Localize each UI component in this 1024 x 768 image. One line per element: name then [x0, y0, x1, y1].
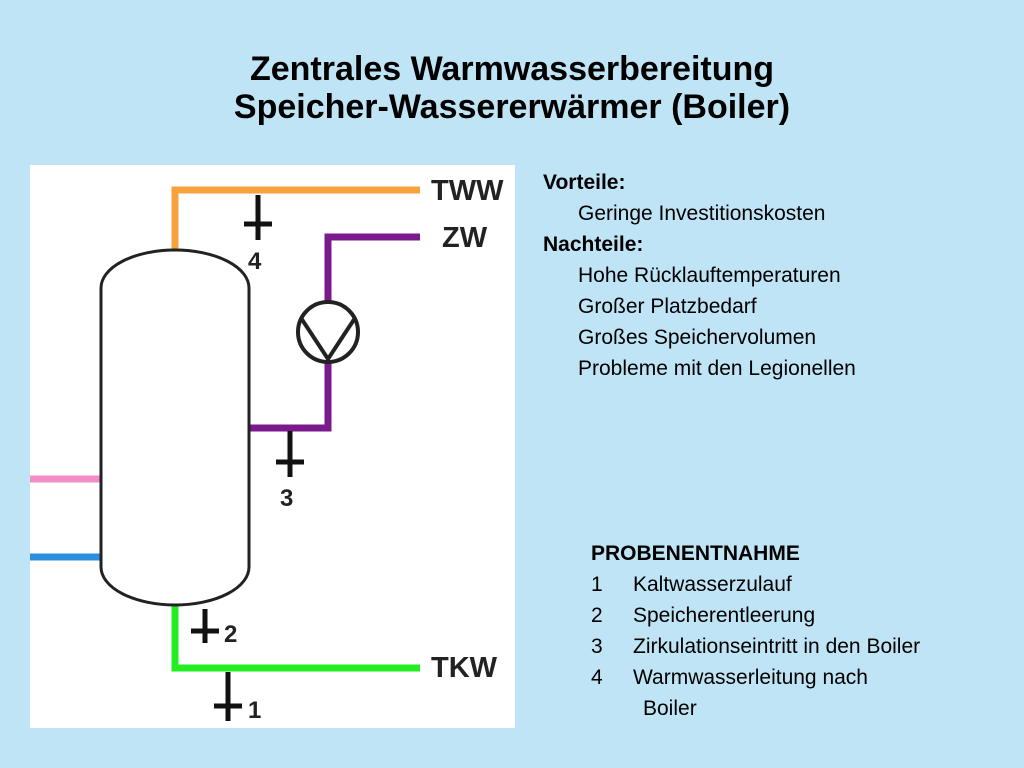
boiler-diagram: TWW ZW TKW 4 3 2 1 — [30, 165, 515, 728]
sampling-item: 1 Kaltwasserzulauf — [591, 569, 920, 600]
slide-title: Zentrales Warmwasserbereitung Speicher-W… — [0, 50, 1024, 126]
label-zw: ZW — [442, 222, 488, 254]
sampling-point-3-icon — [276, 431, 304, 477]
label-point-4: 4 — [248, 248, 262, 275]
boiler-schematic-svg: TWW ZW TKW 4 3 2 1 — [30, 175, 504, 724]
hot-water-pipe — [171, 186, 420, 249]
sampling-item-number: 2 — [591, 604, 603, 627]
sampling-item-number: 4 — [591, 666, 603, 689]
sampling-item-number: 3 — [591, 635, 603, 658]
pros-heading: Vorteile: — [543, 171, 626, 194]
sampling-item-text: Zirkulationseintritt in den Boiler — [633, 635, 921, 658]
sampling-point-4-icon — [244, 195, 272, 240]
cons-heading: Nachteile: — [543, 233, 644, 256]
cold-water-pipe — [171, 605, 420, 672]
title-line-1: Zentrales Warmwasserbereitung — [249, 50, 775, 88]
con-item: Großes Speichervolumen — [578, 326, 817, 349]
con-item: Hohe Rücklauftemperaturen — [578, 264, 841, 287]
sampling-item: 4 Warmwasserleitung nach — [591, 662, 920, 693]
label-point-2: 2 — [224, 621, 237, 648]
label-point-1: 1 — [248, 697, 261, 724]
sampling-heading: PROBENENTNAHME — [591, 542, 800, 565]
sampling-item-text: Speicherentleerung — [633, 604, 816, 627]
con-item: Probleme mit den Legionellen — [578, 357, 856, 380]
sampling-item-text: Kaltwasserzulauf — [633, 573, 792, 596]
sampling-item-continuation: Boiler — [643, 697, 697, 720]
sampling-point-2-icon — [191, 609, 219, 643]
con-item: Großer Platzbedarf — [578, 295, 757, 318]
sampling-item-text: Warmwasserleitung nach — [633, 666, 868, 689]
title-line-2: Speicher-Wassererwärmer (Boiler) — [233, 88, 791, 126]
sampling-list: PROBENENTNAHME 1 Kaltwasserzulauf 2 Spei… — [591, 538, 920, 724]
storage-tank — [99, 248, 251, 607]
pro-item: Geringe Investitionskosten — [578, 202, 826, 225]
circulation-pump-icon — [296, 300, 360, 364]
label-tww: TWW — [431, 175, 504, 207]
sampling-item: 3 Zirkulationseintritt in den Boiler — [591, 631, 920, 662]
sampling-point-1-icon — [214, 672, 242, 721]
label-tkw: TKW — [431, 652, 498, 684]
label-point-3: 3 — [280, 485, 293, 512]
sampling-item-number: 1 — [591, 573, 603, 596]
pros-cons-list: Vorteile: Geringe Investitionskosten Nac… — [543, 167, 856, 384]
sampling-item: 2 Speicherentleerung — [591, 600, 920, 631]
